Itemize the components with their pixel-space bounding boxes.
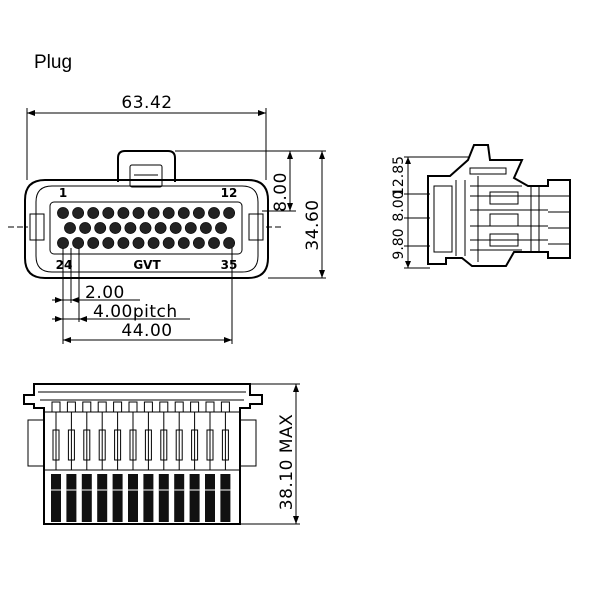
pin-cavity	[162, 207, 175, 219]
pin-cavity	[147, 207, 160, 219]
pin-cavity	[64, 222, 76, 234]
pin-cavity	[72, 207, 84, 219]
pin-cavity	[109, 222, 122, 234]
pin-cavity	[177, 207, 190, 219]
dim-height-8: 8.00	[271, 172, 291, 212]
pin-cavity	[192, 237, 205, 249]
bottom-view: 38.10 MAX	[23, 383, 300, 525]
dim-overall-height: 34.60	[303, 199, 323, 250]
terminal	[174, 401, 185, 522]
pin-cavity	[72, 237, 84, 249]
pin-cavity	[177, 237, 190, 249]
pin-cavity	[124, 222, 137, 234]
dim-pitch: 4.00pitch	[93, 302, 178, 322]
pin-cavity	[102, 207, 115, 219]
pin-cavity	[87, 237, 100, 249]
pin-cavity	[79, 222, 91, 234]
terminal	[112, 401, 123, 522]
pin-cavity	[199, 222, 212, 234]
pin-12-label: 12	[221, 186, 238, 200]
pin-cavity	[154, 222, 167, 234]
pin-cavity	[208, 237, 220, 249]
dim-side-low: 9.80	[391, 228, 407, 259]
pin-cavity	[223, 237, 235, 249]
pin-field	[57, 207, 235, 249]
pin-cavity	[117, 207, 130, 219]
pin-cavity	[147, 237, 160, 249]
dim-pin-spacing: 2.00	[85, 283, 125, 303]
dim-pin-field-width: 44.00	[121, 321, 172, 341]
pin-cavity	[208, 207, 220, 219]
pin-cavity	[132, 207, 145, 219]
terminal	[81, 401, 92, 522]
dim-bottom-height: 38.10 MAX	[277, 414, 297, 511]
dim-overall-width: 63.42	[121, 93, 172, 113]
pin-35-label: 35	[221, 258, 238, 272]
terminal	[97, 401, 108, 522]
pin-cavity	[87, 207, 100, 219]
pin-cavity	[94, 222, 107, 234]
pin-cavity	[57, 237, 69, 249]
terminal	[51, 401, 61, 522]
pin-cavity	[184, 222, 197, 234]
pin-cavity	[215, 222, 227, 234]
pin-cavity	[169, 222, 182, 234]
pin-cavity	[132, 237, 145, 249]
terminal	[205, 401, 215, 522]
terminal	[220, 401, 231, 522]
pin-24-label: 24	[56, 258, 73, 272]
pin-cavity	[192, 207, 205, 219]
pin-cavity	[223, 207, 235, 219]
terminal	[66, 401, 77, 522]
terminal	[128, 401, 138, 522]
terminal	[143, 401, 154, 522]
front-view: 63.42 1 12 24 GVT 35	[8, 93, 326, 344]
dim-side-top: 12.85	[391, 156, 407, 196]
terminal	[189, 401, 200, 522]
terminal	[158, 401, 169, 522]
terminal-rows	[51, 401, 231, 522]
side-view: 12.85 8.00 9.80	[391, 144, 571, 269]
drawing-title: Plug	[34, 52, 73, 73]
brand-mark: GVT	[133, 258, 161, 272]
pin-cavity	[117, 237, 130, 249]
pin-cavity	[139, 222, 152, 234]
pin-cavity	[162, 237, 175, 249]
pin-cavity	[57, 207, 69, 219]
pin-cavity	[102, 237, 115, 249]
pin-1-label: 1	[59, 186, 67, 200]
dim-side-mid: 8.00	[391, 190, 407, 221]
